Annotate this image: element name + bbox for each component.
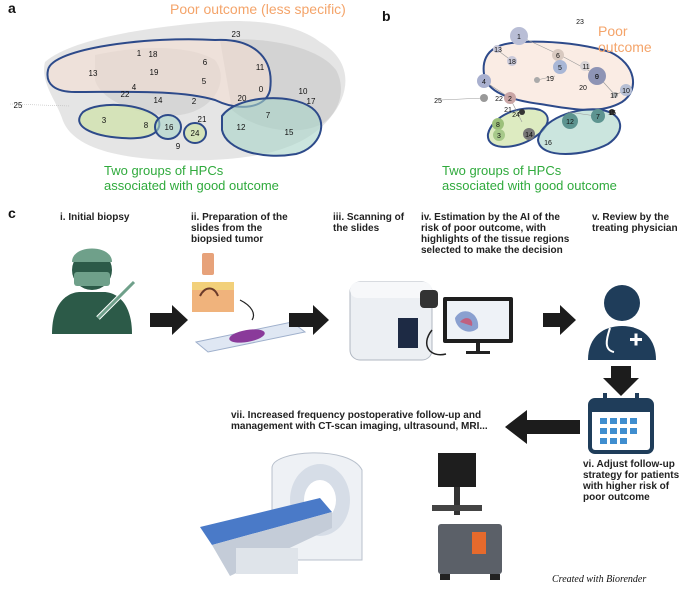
surgeon-icon [52,248,136,334]
node-label: 21 [504,107,512,114]
cluster-label: 22 [121,90,130,99]
node-label: 7 [596,114,600,121]
cluster-label: 21 [198,115,207,124]
step-i-label: i. Initial biopsy [60,212,130,223]
panel-b-nodes [477,27,632,141]
arrow-ii-iii [289,305,329,335]
step-vii-label: vii. Increased frequency postoperative f… [231,410,488,432]
good-region-24 [183,122,207,144]
node-label: 9 [595,74,599,81]
panel-b-letter: b [382,8,391,24]
node-label: 23 [576,19,584,26]
arrow-i-ii [150,305,188,335]
node-label: 0 [595,74,599,81]
good-region-right [221,97,323,157]
cluster-label: 25 [14,101,23,110]
cluster-label: 3 [102,116,107,125]
panel-b-good-outcome-label: Two groups of HPCs associated with good … [442,163,617,193]
monitor-icon [426,297,513,356]
panel-a-letter: a [8,0,16,16]
cluster-label: 6 [203,58,208,67]
biorender-credit: Created with Biorender [552,574,647,585]
node-label: 24 [512,112,520,119]
node-label: 19 [546,76,554,83]
node-label: 6 [556,53,560,60]
cluster-label: 11 [256,63,265,72]
cluster-label: 4 [132,83,137,92]
node-label: 15 [608,110,616,117]
panel-c-letter: c [8,205,16,221]
node-label: 11 [582,64,589,71]
good-region-16 [154,114,182,140]
physician-icon [588,285,656,360]
node-label: 8 [496,122,500,129]
panel-b-node-labels: 23 1 13 18 6 5 11 4 19 9 20 0 25 22 2 21… [434,19,630,147]
cluster-label: 2 [192,97,197,106]
arrow-v-vi [603,366,639,396]
cluster-label: 8 [144,121,149,130]
node-label: 4 [482,79,486,86]
cluster-label: 17 [307,97,316,106]
cluster-label: 1 [137,49,142,58]
cluster-label: 10 [299,87,308,96]
cluster-label: 13 [89,69,98,78]
arrow-iv-v [543,305,576,335]
step-iii-label: iii. Scanning of the slides [333,212,405,234]
cluster-label: 19 [150,68,159,77]
cluster-label: 16 [165,123,174,132]
slide-scanner-icon [349,281,438,361]
panel-a-cluster-labels: 23 1 18 6 13 19 11 5 4 22 14 2 20 0 10 1… [14,30,316,151]
node-label: 14 [525,132,533,139]
cluster-label: 7 [266,111,271,120]
cluster-label: 5 [202,77,207,86]
cluster-label: 9 [176,142,181,151]
node-label: 13 [494,47,502,54]
node-label: 16 [544,140,552,147]
step-iv-label: iv. Estimation by the AI of the risk of … [421,212,570,256]
node-label: 22 [495,96,503,103]
node-label: 5 [558,65,562,72]
cluster-label: 0 [259,85,264,94]
cluster-label: 24 [191,129,200,138]
node-label: 12 [566,119,574,126]
node-label: 17 [610,93,618,100]
node-label: 25 [434,98,442,105]
node-label: 10 [622,88,630,95]
step-ii-label: ii. Preparation of the slides from the b… [191,212,288,245]
cluster-label: 20 [238,94,247,103]
node-label: 3 [497,133,501,140]
cluster-label: 18 [149,50,158,59]
ultrasound-icon [432,453,502,580]
cluster-label: 15 [285,128,294,137]
arrow-vi-vii [505,410,580,444]
panel-a-good-outcome-label: Two groups of HPCs associated with good … [104,163,279,193]
step-vi-label: vi. Adjust follow-up strategy for patien… [583,459,680,503]
tissue-slide-icon [192,253,307,353]
good-region-left [78,103,161,140]
cluster-label: 14 [154,96,163,105]
step-v-label: v. Review by the treating physician [592,212,678,234]
panel-a-poor-outcome-label: Poor outcome (less specific) [170,1,346,17]
node-label: 20 [579,85,587,92]
calendar-icon [588,393,654,454]
node-label: 1 [517,34,521,41]
ct-scanner-icon [200,452,363,576]
panel-a-umap: 23 1 18 6 13 19 11 5 4 22 14 2 20 0 10 1… [9,20,346,161]
workflow-arrows [150,305,639,444]
cluster-label: 23 [232,30,241,39]
cluster-label: 12 [237,123,246,132]
node-label: 2 [508,96,512,103]
node-label: 18 [508,59,516,66]
panel-b-network: 23 1 13 18 6 5 11 4 19 9 20 0 25 22 2 21… [434,19,634,155]
panel-b-poor-outcome-label: Poor outcome [598,23,652,55]
